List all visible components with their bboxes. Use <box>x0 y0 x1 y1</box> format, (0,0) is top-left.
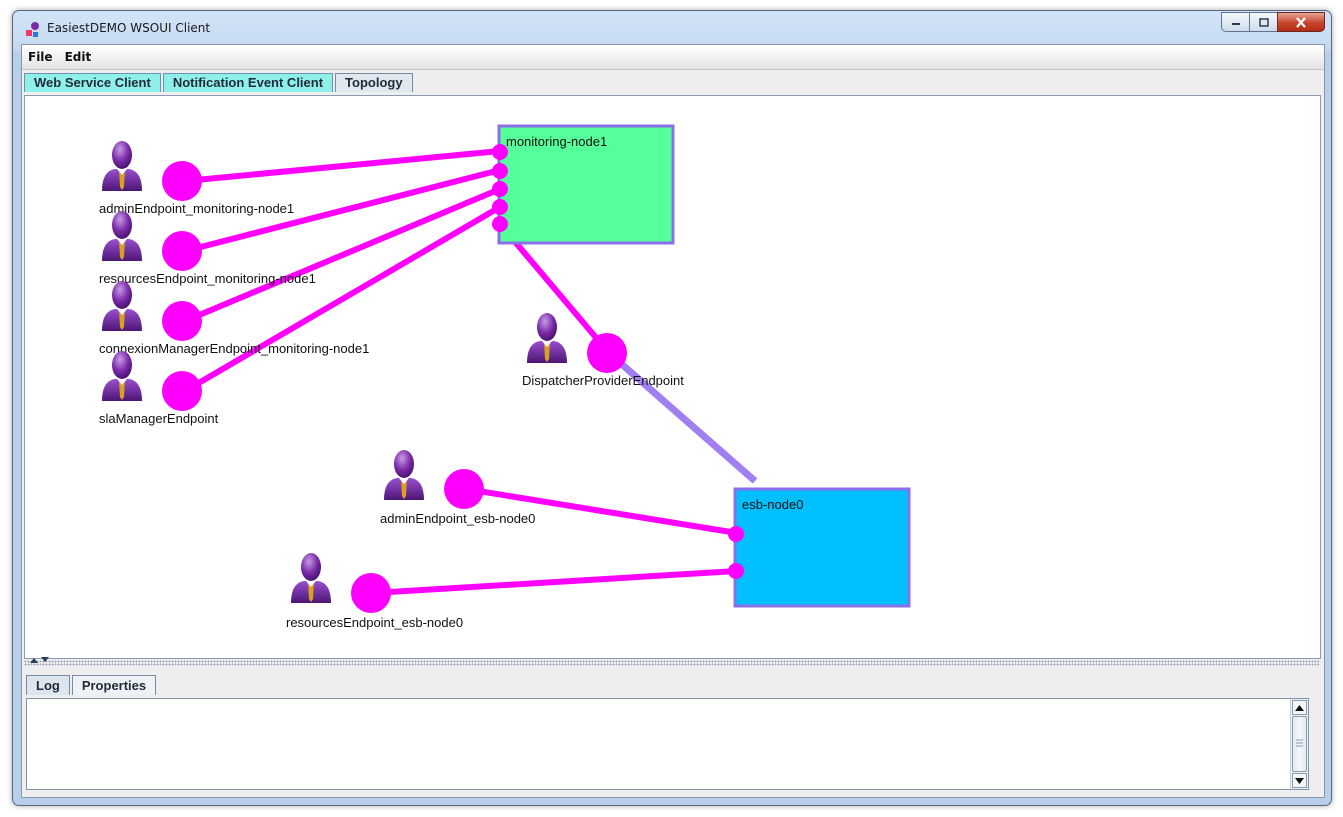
node-esb-node0[interactable]: esb-node0 <box>733 487 911 608</box>
scroll-thumb[interactable] <box>1292 716 1307 772</box>
grip-icon <box>1296 739 1303 747</box>
port[interactable] <box>492 144 508 160</box>
port[interactable] <box>728 563 744 579</box>
tab-properties[interactable]: Properties <box>71 675 157 695</box>
user-icon <box>384 450 424 500</box>
arrow-up-icon <box>1295 704 1304 711</box>
link-admin-esb[interactable] <box>465 486 738 536</box>
link-admin-monitoring[interactable] <box>184 148 501 184</box>
split-pane-divider[interactable] <box>24 657 1319 666</box>
topology-graph: monitoring-node1 esb-node0 <box>99 124 911 630</box>
client-area: File Edit Web Service Client Notificatio… <box>21 44 1325 798</box>
close-icon <box>1296 16 1306 28</box>
endpoint-label: adminEndpoint_esb-node0 <box>380 511 535 526</box>
endpoint-label: DispatcherProviderEndpoint <box>522 373 684 388</box>
tab-topology[interactable]: Topology <box>335 73 413 92</box>
topology-canvas[interactable]: monitoring-node1 esb-node0 <box>24 95 1321 659</box>
log-panel[interactable] <box>26 698 1309 790</box>
scroll-up-button[interactable] <box>1292 700 1307 715</box>
tab-log[interactable]: Log <box>26 675 70 695</box>
link-resources-monitoring[interactable] <box>184 167 501 254</box>
user-icon <box>102 141 142 191</box>
maximize-button[interactable] <box>1249 12 1278 32</box>
maximize-icon <box>1258 17 1269 27</box>
expand-down-icon[interactable] <box>41 657 49 663</box>
link-dispatcher-esb[interactable] <box>606 350 758 484</box>
split-arrows <box>30 657 49 663</box>
scroll-down-button[interactable] <box>1292 773 1307 788</box>
main-tabs: Web Service Client Notification Event Cl… <box>24 73 415 95</box>
tab-notification-event-client[interactable]: Notification Event Client <box>162 73 334 92</box>
endpoint-label: resourcesEndpoint_esb-node0 <box>286 615 463 630</box>
user-icon <box>527 313 567 363</box>
endpoint-connexion-manager-monitoring-node1[interactable]: connexionManagerEndpoint_monitoring-node… <box>99 281 369 356</box>
arrow-down-icon <box>1295 777 1304 784</box>
endpoint-admin-esb-node0[interactable]: adminEndpoint_esb-node0 <box>380 450 535 526</box>
window-title: EasiestDEMO WSOUI Client <box>47 21 211 35</box>
endpoint-resources-esb-node0[interactable]: resourcesEndpoint_esb-node0 <box>286 553 463 630</box>
endpoint-dispatcher-provider[interactable]: DispatcherProviderEndpoint <box>522 313 684 388</box>
endpoint-resources-monitoring-node1[interactable]: resourcesEndpoint_monitoring-node1 <box>99 211 316 286</box>
tab-web-service-client[interactable]: Web Service Client <box>24 73 161 92</box>
port[interactable] <box>728 526 744 542</box>
link-connexion-monitoring[interactable] <box>183 186 502 324</box>
endpoint-label: resourcesEndpoint_monitoring-node1 <box>99 271 316 286</box>
port[interactable] <box>492 216 508 232</box>
link-sla-monitoring[interactable] <box>183 204 502 394</box>
user-icon <box>102 281 142 331</box>
endpoint-admin-monitoring-node1[interactable]: adminEndpoint_monitoring-node1 <box>99 141 294 216</box>
bottom-tabs: Log Properties <box>26 675 158 697</box>
node-monitoring-node1[interactable]: monitoring-node1 <box>497 124 675 245</box>
link-dispatcher-monitoring[interactable] <box>497 222 612 355</box>
link-resources-esb[interactable] <box>372 568 738 596</box>
node-label: monitoring-node1 <box>506 134 607 149</box>
expand-up-icon[interactable] <box>30 657 38 663</box>
app-icon <box>26 22 39 37</box>
endpoint-label: connexionManagerEndpoint_monitoring-node… <box>99 341 369 356</box>
port[interactable] <box>492 199 508 215</box>
menu-edit[interactable]: Edit <box>64 50 92 64</box>
minimize-button[interactable] <box>1221 12 1250 32</box>
user-icon <box>102 211 142 261</box>
close-button[interactable] <box>1277 12 1325 32</box>
application-window: EasiestDEMO WSOUI Client File Edit Web S… <box>12 10 1332 806</box>
window-controls <box>1221 12 1325 32</box>
endpoint-label: slaManagerEndpoint <box>99 411 219 426</box>
user-icon <box>102 351 142 401</box>
minimize-icon <box>1231 23 1240 25</box>
menu-bar: File Edit <box>22 45 1324 70</box>
user-icon <box>291 553 331 603</box>
port[interactable] <box>492 163 508 179</box>
log-scrollbar[interactable] <box>1290 699 1308 789</box>
port[interactable] <box>492 181 508 197</box>
menu-file[interactable]: File <box>28 50 53 64</box>
title-bar[interactable]: EasiestDEMO WSOUI Client <box>13 11 1331 44</box>
endpoint-sla-manager[interactable]: slaManagerEndpoint <box>99 351 219 426</box>
node-label: esb-node0 <box>742 497 803 512</box>
endpoint-label: adminEndpoint_monitoring-node1 <box>99 201 294 216</box>
